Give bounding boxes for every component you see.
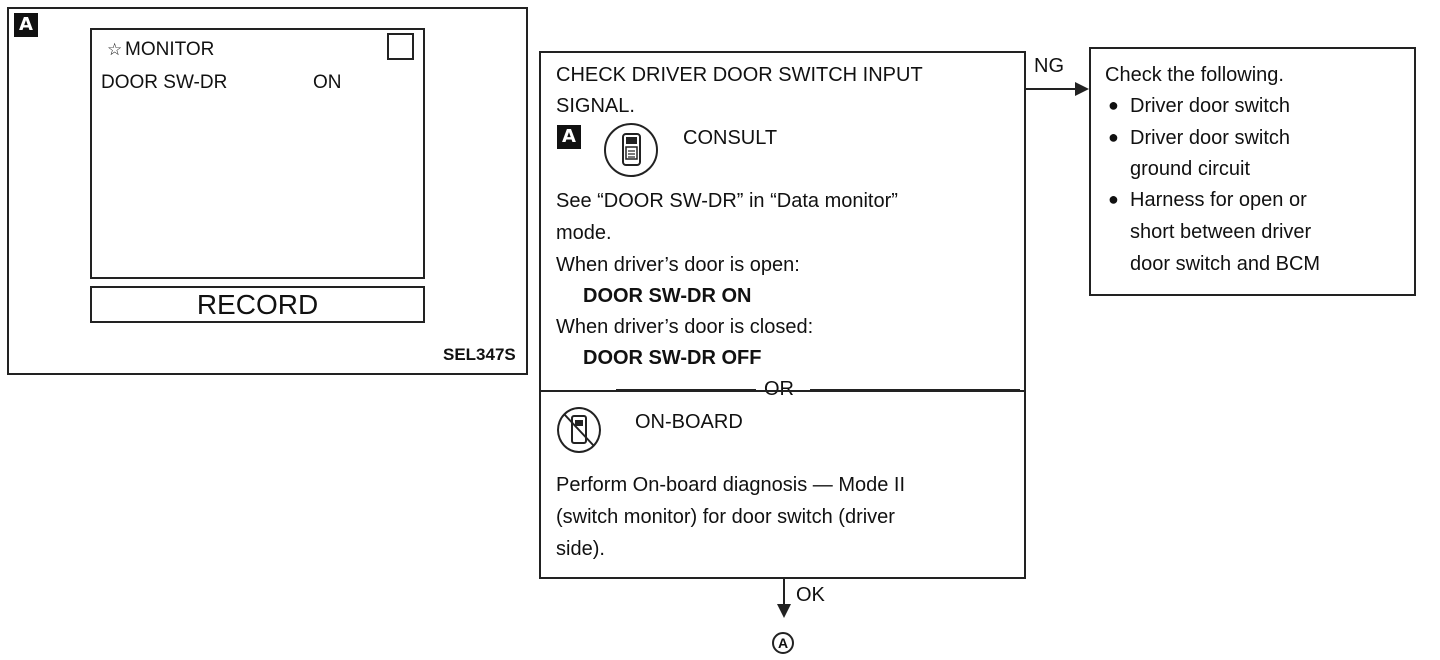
check-title-line1: CHECK DRIVER DOOR SWITCH INPUT bbox=[556, 64, 923, 86]
record-button[interactable] bbox=[90, 286, 425, 323]
ok-label: OK bbox=[796, 584, 825, 606]
ng-label: NG bbox=[1034, 55, 1064, 77]
ng-item1: Driver door switch bbox=[1130, 95, 1291, 117]
monitor-item-value: ON bbox=[313, 72, 342, 93]
star-icon: ☆ bbox=[107, 40, 123, 60]
door-closed-label: When driver’s door is closed: bbox=[556, 316, 814, 338]
bullet-icon: ● bbox=[1108, 95, 1119, 115]
perform-line2: (switch monitor) for door switch (driver bbox=[556, 506, 895, 528]
or-label: OR bbox=[764, 378, 794, 400]
monitor-display bbox=[90, 28, 425, 279]
monitor-item-label: DOOR SW-DR bbox=[101, 72, 228, 93]
consult-tool-icon bbox=[604, 123, 658, 177]
door-closed-value: DOOR SW-DR OFF bbox=[583, 347, 762, 369]
ng-item2-line1: Driver door switch bbox=[1130, 127, 1291, 149]
section-divider bbox=[539, 390, 1026, 392]
ng-item3-line1: Harness for open or bbox=[1130, 189, 1307, 211]
no-tool-icon bbox=[557, 407, 601, 453]
display-select-box[interactable] bbox=[387, 33, 414, 60]
check-step-box bbox=[539, 51, 1026, 579]
ok-arrow bbox=[777, 578, 791, 618]
monitor-title: MONITOR bbox=[125, 39, 215, 60]
connector-a-label: A bbox=[777, 635, 789, 651]
check-title-line2: SIGNAL. bbox=[556, 95, 635, 117]
ng-result-box bbox=[1089, 47, 1416, 296]
record-label: RECORD bbox=[196, 289, 319, 320]
perform-line1: Perform On-board diagnosis — Mode II bbox=[556, 474, 906, 496]
bullet-icon: ● bbox=[1108, 127, 1119, 147]
screen-tag: A bbox=[14, 13, 38, 37]
consult-screen-panel bbox=[7, 7, 528, 375]
see-line1: See “DOOR SW-DR” in “Data monitor” bbox=[556, 190, 898, 212]
ng-title: Check the following. bbox=[1105, 64, 1284, 86]
see-line2: mode. bbox=[556, 222, 612, 244]
door-open-label: When driver’s door is open: bbox=[556, 254, 800, 276]
ng-arrow bbox=[1025, 82, 1089, 96]
bullet-icon: ● bbox=[1108, 189, 1119, 209]
ng-item2-line2: ground circuit bbox=[1130, 158, 1251, 180]
onboard-label: ON-BOARD bbox=[635, 411, 743, 433]
ng-item3-line2: short between driver bbox=[1130, 221, 1312, 243]
consult-label: CONSULT bbox=[683, 127, 778, 149]
figure-code: SEL347S bbox=[443, 345, 516, 364]
connector-a-icon: A bbox=[772, 632, 794, 654]
perform-line3: side). bbox=[556, 538, 605, 560]
door-open-value: DOOR SW-DR ON bbox=[583, 285, 752, 307]
consult-tag: A bbox=[557, 125, 581, 149]
ng-item3-line3: door switch and BCM bbox=[1130, 253, 1321, 275]
